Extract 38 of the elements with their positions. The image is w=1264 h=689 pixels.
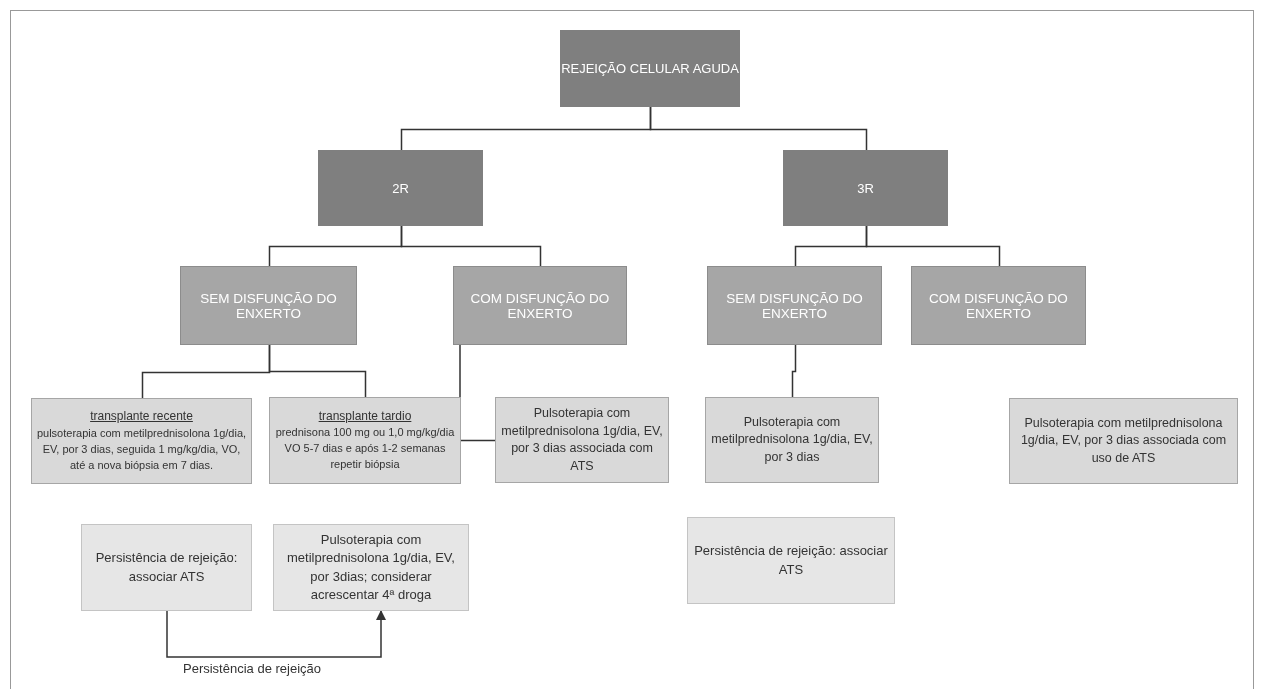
arrow	[166, 609, 387, 658]
category-box	[707, 266, 882, 345]
box-heading: transplante recente	[90, 408, 193, 426]
box-text: Persistência de rejeição: associar ATS	[694, 542, 888, 579]
connector-line	[268, 344, 367, 398]
box-heading: transplante tardio	[318, 407, 412, 425]
box-text: REJEIÇÃO CELULAR AGUDA	[561, 61, 739, 76]
box-text: Pulsoterapia com metilprednisolona 1g/dia, EV, por 3 dias associada com ATS	[500, 405, 664, 475]
category-box	[911, 266, 1086, 345]
box-text: Pulsoterapia com metilprednisolona 1g/dia, EV, por 3 dias associada com uso de ATS	[1019, 414, 1228, 467]
connector-line	[791, 344, 797, 398]
box-text: pulsoterapia com metilprednisolona 1g/dia, EV, por 3 dias, seguida 1 mg/kg/dia, VO, até a nova biópsia em 7 dias.	[36, 425, 247, 473]
box-text: Pulsoterapia com metilprednisolona 1g/dia, EV, por 3 dias	[710, 413, 874, 466]
treatment-box	[495, 397, 669, 483]
treatment-box	[81, 524, 252, 611]
category-box	[318, 150, 483, 226]
treatment-box	[273, 524, 469, 611]
box-text: COM DISFUNÇÃO DO ENXERTO	[928, 290, 1069, 321]
treatment-box	[1009, 398, 1238, 484]
treatment-box	[687, 517, 895, 604]
box-text: Persistência de rejeição: associar ATS	[94, 549, 239, 586]
category-box	[783, 150, 948, 226]
box-text: Pulsoterapia com metilprednisolona 1g/dia, EV, por 3dias; considerar acrescentar 4ª droga	[286, 531, 456, 604]
treatment-box	[269, 397, 461, 484]
category-box	[180, 266, 357, 345]
treatment-box	[705, 397, 879, 483]
box-text: COM DISFUNÇÃO DO ENXERTO	[469, 290, 611, 321]
treatment-box	[31, 398, 252, 484]
category-box	[453, 266, 627, 345]
connector-line	[865, 225, 1001, 267]
box-text: 2R	[392, 180, 409, 196]
box-text: SEM DISFUNÇÃO DO ENXERTO	[725, 290, 864, 321]
box-text: SEM DISFUNÇÃO DO ENXERTO	[199, 290, 338, 321]
connector-line	[649, 106, 868, 151]
box-text: 3R	[857, 180, 874, 196]
category-box	[560, 30, 740, 107]
connector-line	[400, 225, 542, 267]
box-text: prednisona 100 mg ou 1,0 mg/kg/dia VO 5-7 dias e após 1-2 semanas repetir biópsia	[274, 425, 456, 473]
